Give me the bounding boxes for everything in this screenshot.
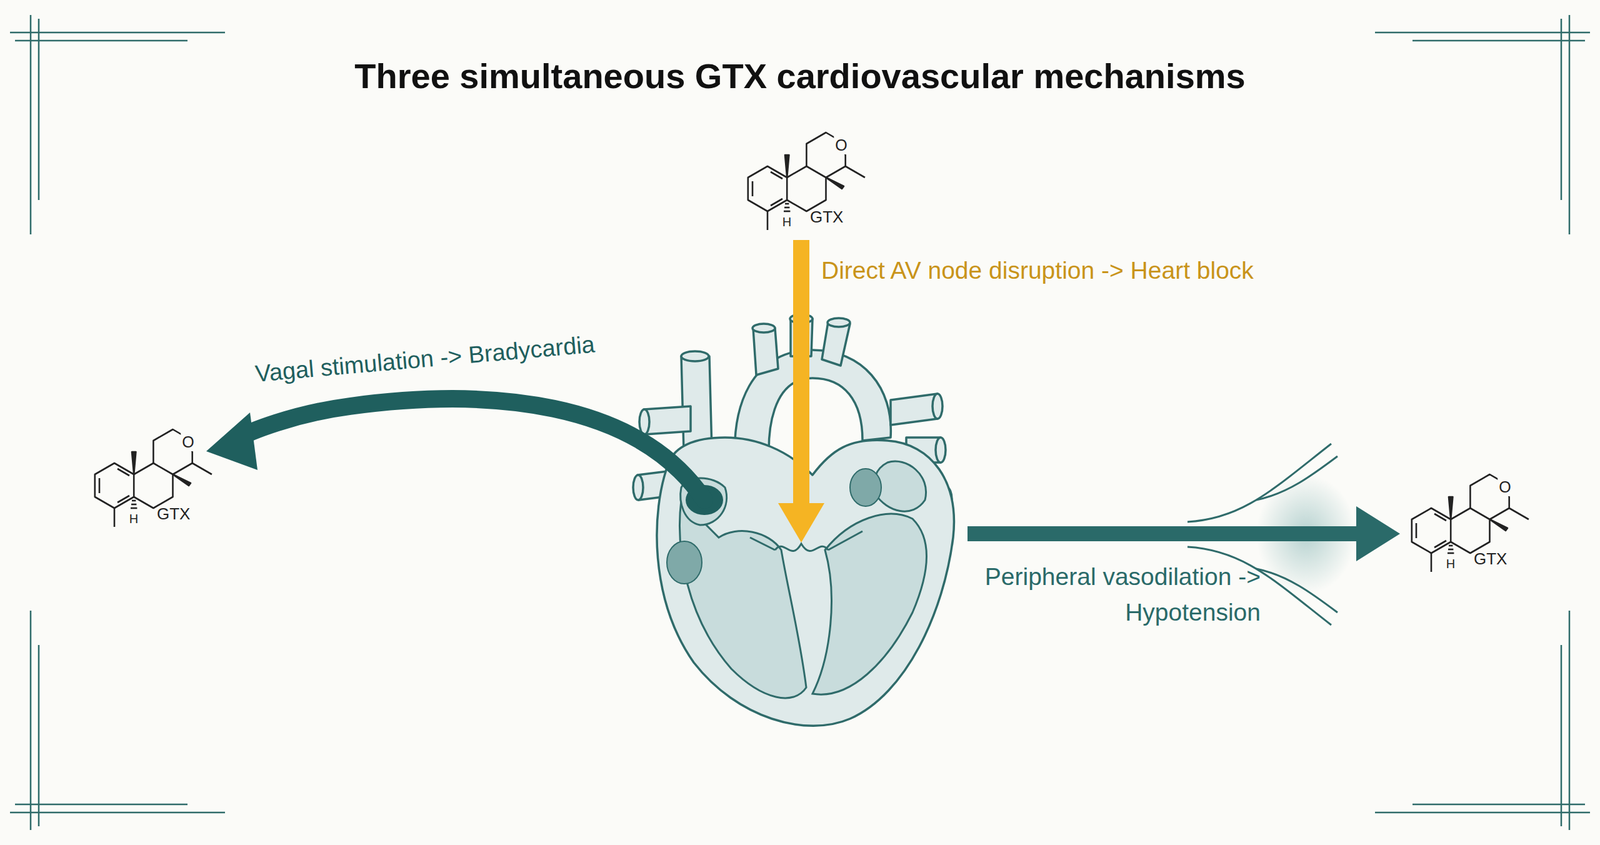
mechanism-label: Direct AV node disruption -> Heart block: [821, 256, 1254, 286]
atom-label: H: [782, 214, 792, 230]
mechanism-label: Vagal stimulation -> Bradycardia: [253, 330, 596, 389]
atom-label: O: [180, 432, 195, 452]
diagram-title: Three simultaneous GTX cardiovascular me…: [354, 55, 1245, 97]
compound-name: GTX: [810, 207, 844, 227]
atom-label: H: [129, 511, 139, 527]
compound-name: GTX: [1473, 549, 1507, 569]
atom-label: O: [1497, 477, 1512, 497]
atom-label: H: [1446, 556, 1455, 572]
mechanism-label: Peripheral vasodilation -> Hypotension: [960, 558, 1261, 630]
atom-label: O: [833, 135, 849, 155]
compound-name: GTX: [156, 504, 190, 524]
